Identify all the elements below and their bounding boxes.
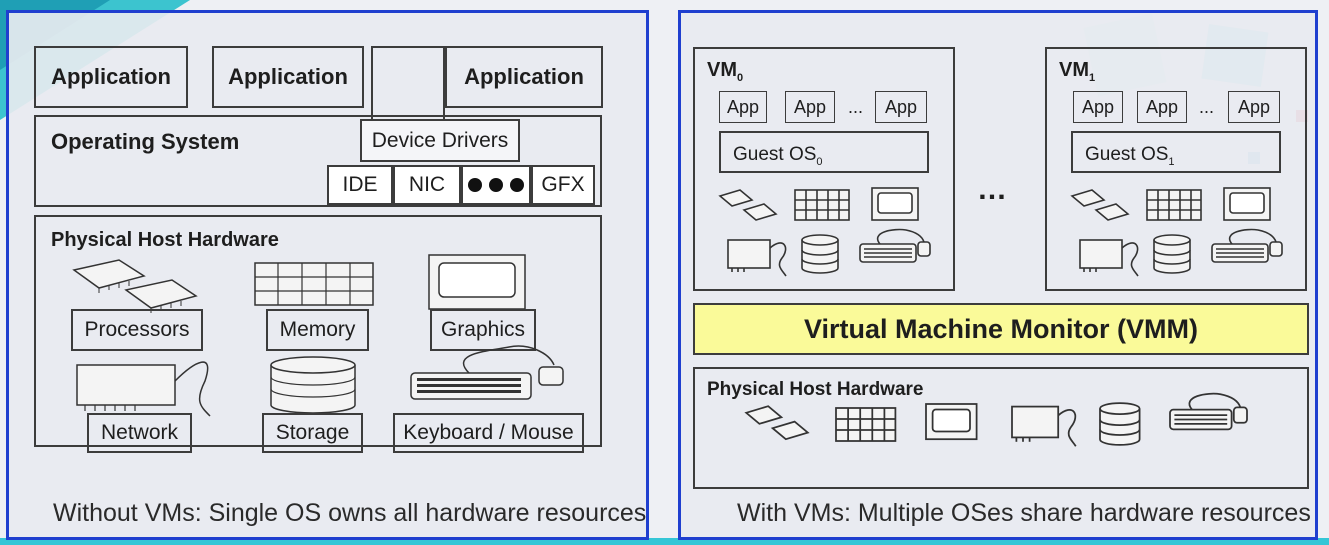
keyboard-mouse-box: Keyboard / Mouse [393,413,584,453]
vm0-app-2: App [785,91,835,123]
driver-nic-label: NIC [409,173,445,197]
right-physical-host-hardware-label: Physical Host Hardware [707,379,923,401]
driver-ide: IDE [327,165,393,205]
driver-gfx-label: GFX [541,173,584,197]
vm0-label: VM0 [707,59,743,84]
vm0-app-1: App [719,91,767,123]
vm-ellipsis: … [977,173,1007,207]
device-drivers-box: Device Drivers [360,119,520,162]
driver-ide-label: IDE [342,173,377,197]
right-caption: With VMs: Multiple OSes share hardware r… [737,499,1311,528]
vmm-label: Virtual Machine Monitor (VMM) [804,314,1198,345]
memory-icon [253,261,375,307]
application-box-1: Application [34,46,188,108]
operating-system-label: Operating System [51,129,239,155]
monitor-icon [427,253,527,311]
driver-gfx: GFX [531,165,595,205]
device-drivers-label: Device Drivers [372,129,509,153]
left-caption: Without VMs: Single OS owns all hardware… [53,499,646,528]
application-box-2: Application [212,46,364,108]
network-box: Network [87,413,192,453]
vm1-app-ellipsis: ... [1199,97,1214,118]
processors-label: Processors [84,318,189,342]
processors-box: Processors [71,309,203,351]
vm1-app-1: App [1073,91,1123,123]
driver-nic: NIC [393,165,461,205]
vm1-app-2: App [1137,91,1187,123]
graphics-label: Graphics [441,318,525,342]
application-label-3: Application [464,64,584,90]
memory-box: Memory [266,309,369,351]
vm0-app-ellipsis: ... [848,97,863,118]
memory-label: Memory [280,318,356,342]
with-vms-panel: VM0 App App ... App Guest OS0 VM1 App Ap… [678,10,1318,540]
application-box-3: Application [445,46,603,108]
driver-ellipsis-box [461,165,531,205]
keyboard-mouse-label: Keyboard / Mouse [403,421,573,445]
dots-icon [465,175,527,195]
vmm-box: Virtual Machine Monitor (VMM) [693,303,1309,355]
vm1-guest-os-label: Guest OS1 [1085,144,1175,168]
application-label-2: Application [228,64,348,90]
vm1-app-3: App [1228,91,1280,123]
vm0-app-3: App [875,91,927,123]
storage-label: Storage [276,421,350,445]
keyboard-mouse-icon [409,343,579,403]
network-card-icon [75,351,215,421]
network-label: Network [101,421,178,445]
vm0-guest-os-label: Guest OS0 [733,144,823,168]
storage-icon [268,355,358,415]
storage-box: Storage [262,413,363,453]
physical-host-hardware-label: Physical Host Hardware [51,229,279,252]
application-label-1: Application [51,64,171,90]
without-vms-panel: Application Application Application ... … [6,10,649,540]
vm1-label: VM1 [1059,59,1095,84]
